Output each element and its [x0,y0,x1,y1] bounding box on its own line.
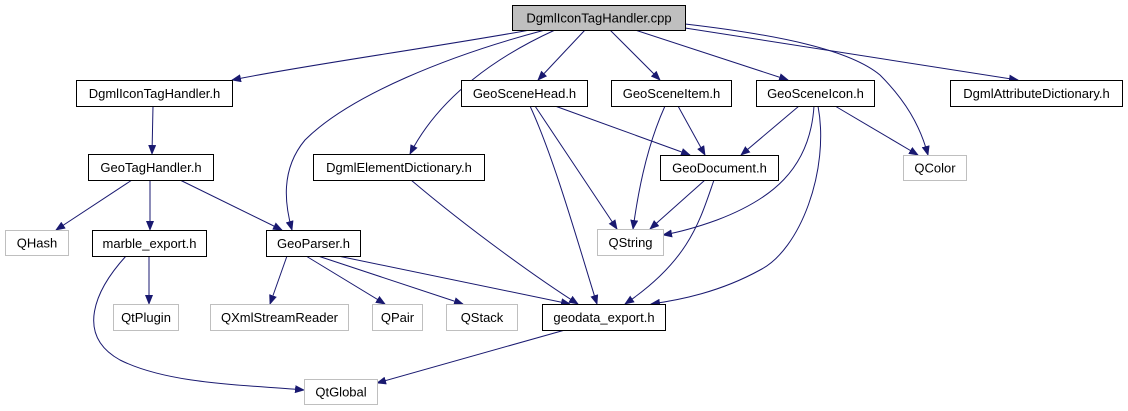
node-box [266,230,361,257]
node-gsit[interactable]: GeoSceneItem.h [611,80,732,107]
node-box [597,229,664,256]
edge-gsh-to-gexp [529,105,599,305]
node-gexp[interactable]: geodata_export.h [542,304,666,331]
node-label: DgmlElementDictionary.h [326,160,472,175]
edge-root-to-gsic [634,29,789,82]
node-box [756,80,875,107]
node-gth[interactable]: GeoTagHandler.h [88,154,214,181]
node-root[interactable]: DgmlIconTagHandler.cpp [512,5,686,31]
node-label: QStack [461,310,504,325]
edge-root-to-qcolor [684,23,930,156]
node-qxml: QXmlStreamReader [210,304,349,331]
edge-gp-to-gexp [337,255,571,307]
edge-gexp-to-qtglobal [376,329,566,385]
node-box [542,304,666,331]
node-box [512,5,686,31]
node-label: DgmlAttributeDictionary.h [963,86,1109,101]
node-box [660,155,779,181]
node-box [461,80,588,107]
edge-gsic-to-gdoc [740,105,800,156]
edge-root-to-gp [285,29,546,231]
node-box [372,304,423,331]
edge-gsic-to-qstring [662,105,815,238]
edge-gsh-to-qstring [534,105,618,230]
node-box [113,304,179,331]
edge-gp-to-qpair [305,255,386,305]
node-box [304,379,378,405]
node-label: marble_export.h [103,236,197,251]
edge-ded-to-gexp [410,179,579,305]
edge-gsic-to-qcolor [834,105,919,156]
nodes-layer: DgmlIconTagHandler.cppDgmlIconTagHandler… [5,5,1123,405]
node-box [76,80,233,107]
edges-layer [55,23,1019,394]
node-qpair: QPair [372,304,423,331]
edge-mexp-to-qtglobal [93,255,305,394]
edge-gth-to-qhash [55,179,133,231]
node-label: QHash [17,236,57,251]
node-label: GeoSceneIcon.h [767,86,864,101]
node-box [92,230,207,257]
node-box [210,304,349,331]
node-label: GeoSceneItem.h [623,86,721,101]
node-box [611,80,732,107]
node-label: GeoParser.h [277,236,350,251]
node-mexp[interactable]: marble_export.h [92,230,207,257]
edge-gsit-to-gdoc [677,105,706,156]
node-box [446,304,518,331]
node-label: QPair [381,310,415,325]
edge-dith-to-gth [148,105,157,155]
edge-root-to-dith [231,29,531,83]
edge-root-to-gsh [537,29,586,81]
edge-gdoc-to-gexp [624,179,715,305]
node-qtplugin: QtPlugin [113,304,179,331]
node-label: DgmlIconTagHandler.cpp [526,11,671,26]
edge-root-to-ded [409,29,556,155]
edge-gdoc-to-qstring [649,179,706,230]
node-gp[interactable]: GeoParser.h [266,230,361,257]
node-gsh[interactable]: GeoSceneHead.h [461,80,588,107]
edge-gp-to-qxml [269,255,288,305]
node-dith[interactable]: DgmlIconTagHandler.h [76,80,233,107]
node-ded[interactable]: DgmlElementDictionary.h [313,154,485,181]
node-qstring: QString [597,229,664,256]
node-label: QtPlugin [121,310,171,325]
node-box [5,230,69,256]
node-box [903,155,967,181]
node-qstack: QStack [446,304,518,331]
node-gdoc[interactable]: GeoDocument.h [660,155,779,181]
node-label: GeoSceneHead.h [473,86,576,101]
node-label: QColor [914,161,956,176]
edge-gsit-to-qstring [630,105,666,230]
node-label: QXmlStreamReader [221,310,339,325]
edge-gsic-to-gexp [650,105,822,307]
node-label: geodata_export.h [553,310,654,325]
node-box [313,154,485,181]
node-label: QtGlobal [315,385,366,400]
node-label: DgmlIconTagHandler.h [89,86,221,101]
node-qtglobal: QtGlobal [304,379,378,405]
node-qhash: QHash [5,230,69,256]
node-label: GeoDocument.h [672,161,767,176]
edge-gth-to-gp [179,179,283,231]
edge-gsh-to-gdoc [554,105,691,156]
node-qcolor: QColor [903,155,967,181]
node-label: GeoTagHandler.h [100,160,201,175]
node-box [950,80,1123,107]
edge-gp-to-qstack [317,255,464,305]
edge-root-to-dad [684,27,1019,83]
node-dad[interactable]: DgmlAttributeDictionary.h [950,80,1123,107]
node-box [88,154,214,181]
node-label: QString [608,235,652,250]
edge-root-to-gsit [609,29,661,81]
node-gsic[interactable]: GeoSceneIcon.h [756,80,875,107]
